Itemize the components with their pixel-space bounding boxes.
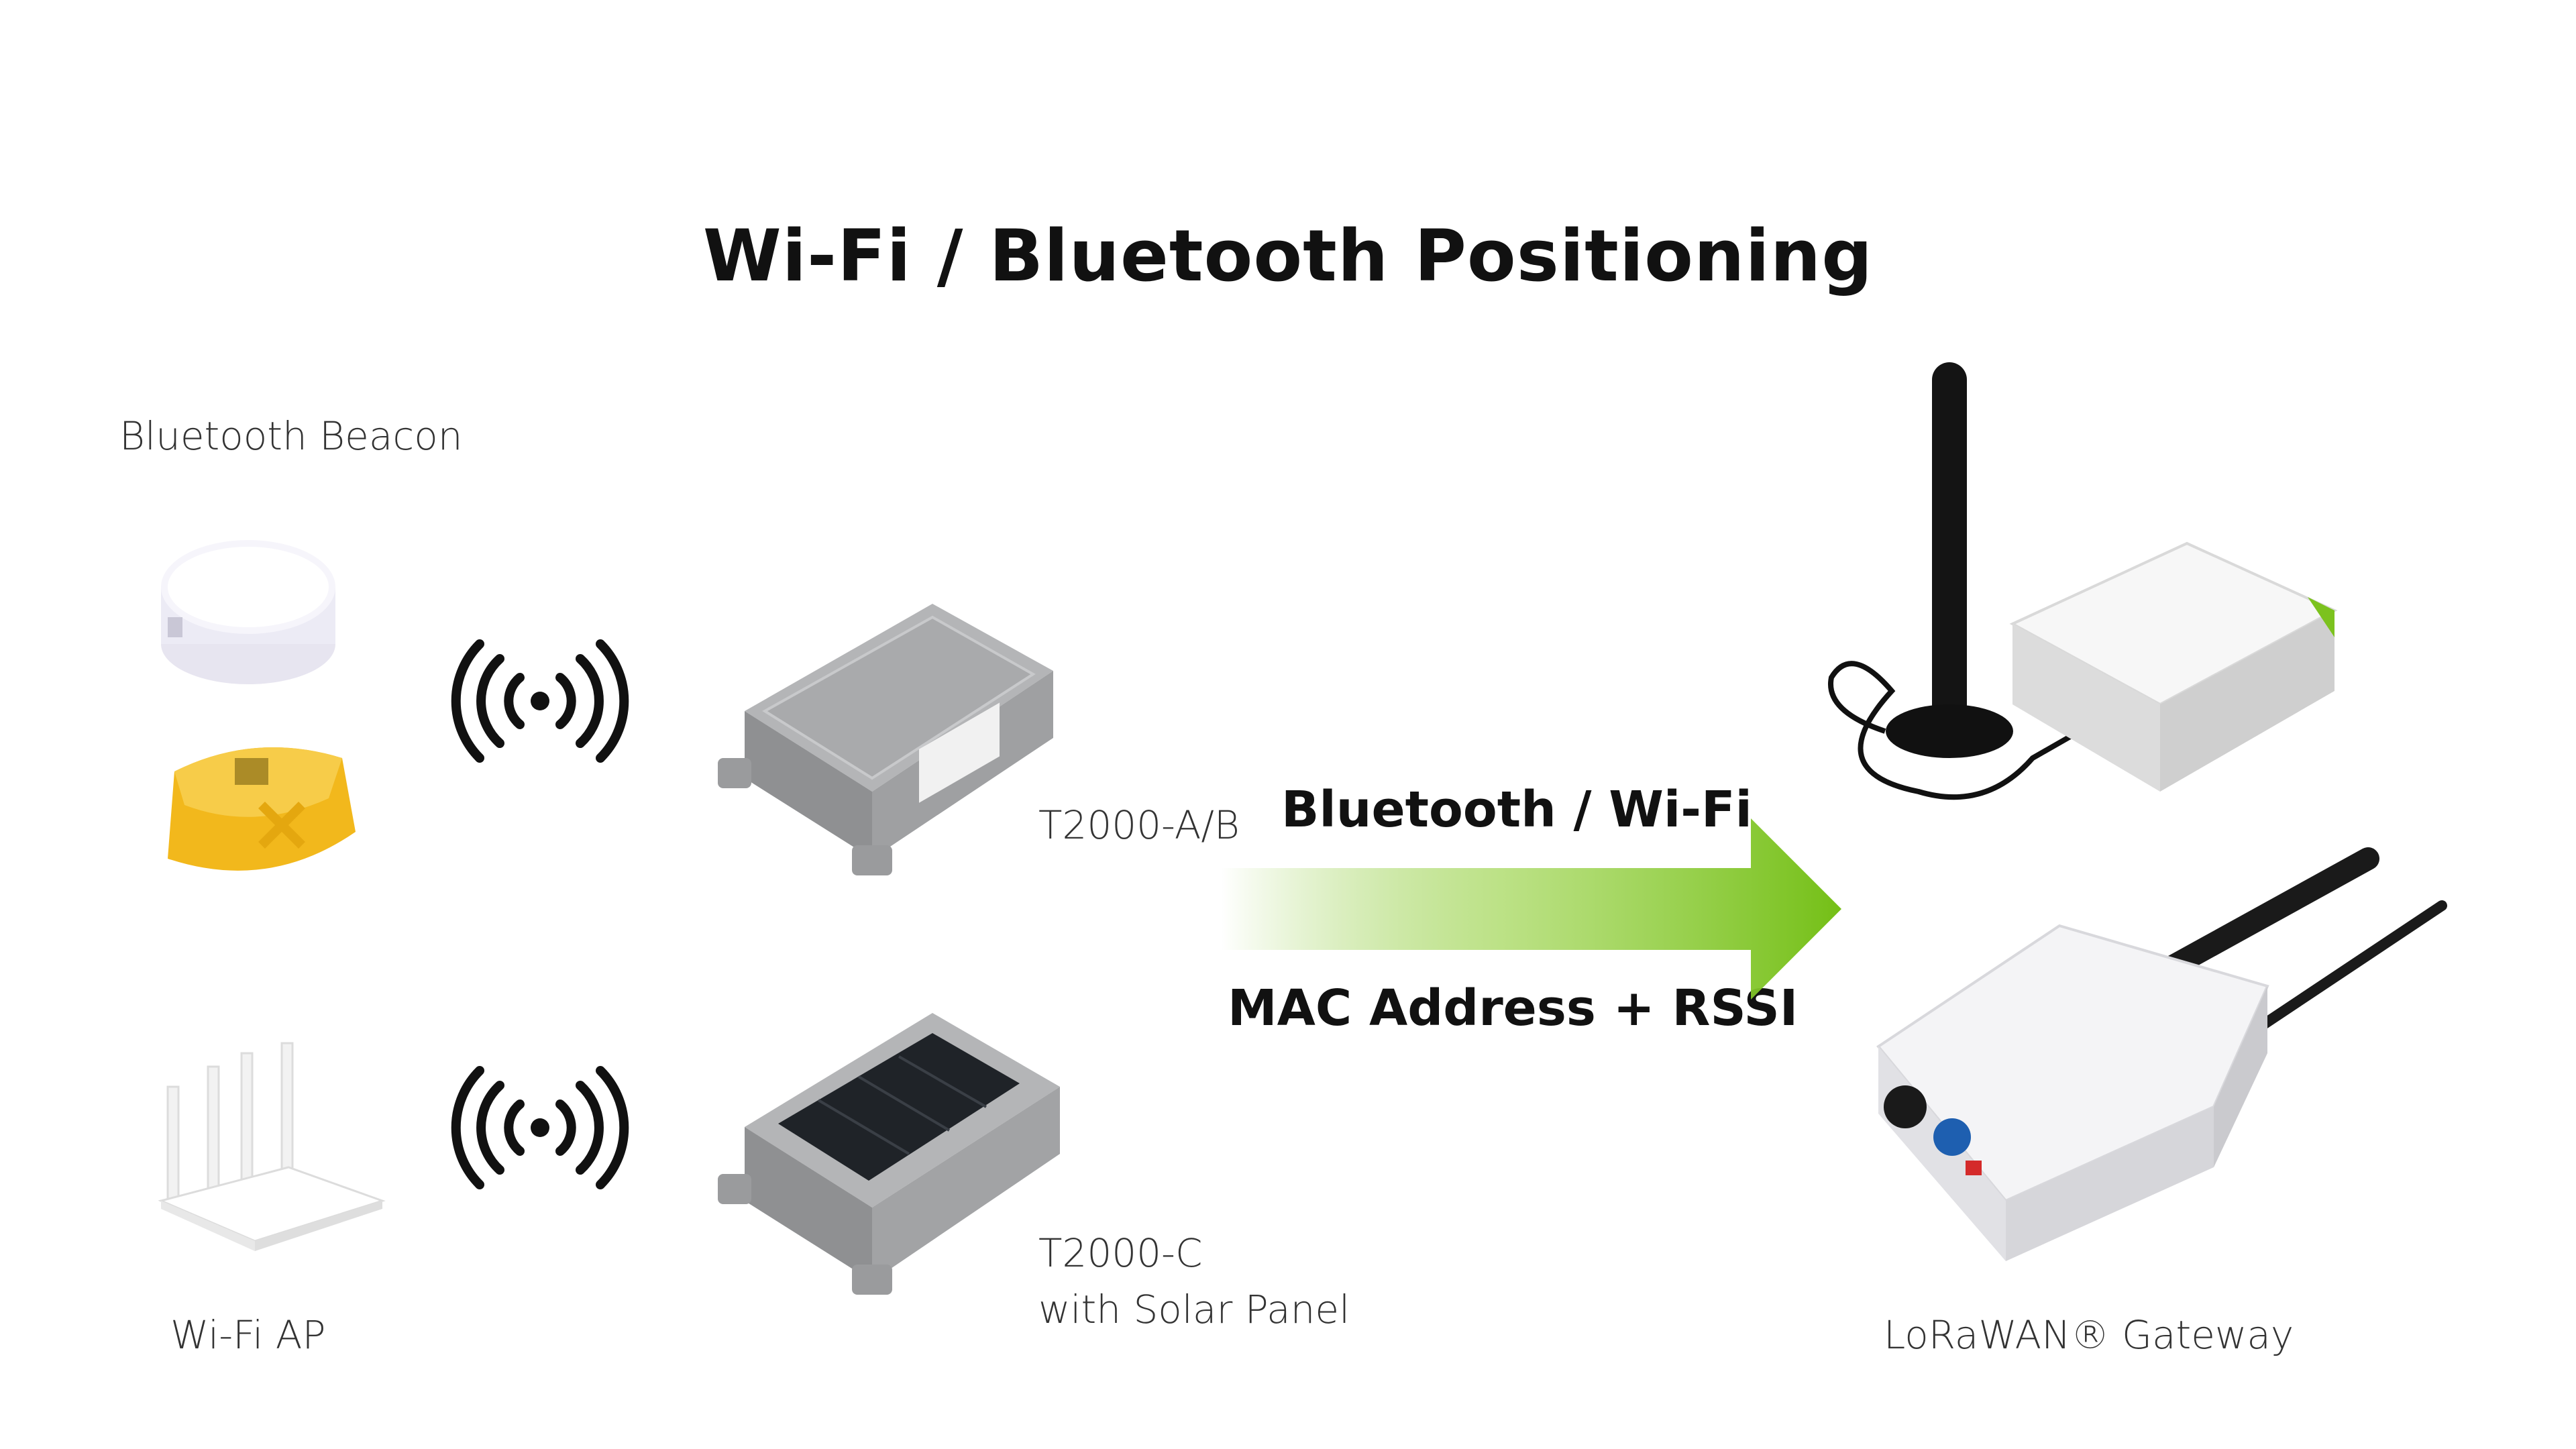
gateway-outdoor-icon xyxy=(1876,847,2447,1261)
label-gateway: LoRaWAN® Gateway xyxy=(1884,1312,2294,1358)
diagram-title: Wi-Fi / Bluetooth Positioning xyxy=(702,215,1874,297)
label-bluetooth-beacon: Bluetooth Beacon xyxy=(119,413,463,459)
signal-waves-icon xyxy=(451,1066,629,1189)
wifi-router-icon xyxy=(158,1042,386,1251)
tracker-t2000-c-solar-icon xyxy=(718,1013,1060,1295)
data-flow-arrow xyxy=(1221,818,1841,1000)
bluetooth-beacon-yellow-icon xyxy=(168,747,356,871)
gateway-indoor-icon xyxy=(1828,362,2338,800)
signal-waves-icon xyxy=(451,639,629,763)
tracker-t2000-ab-icon xyxy=(718,604,1053,875)
label-wifi-ap: Wi-Fi AP xyxy=(170,1312,326,1358)
flow-label-mac-rssi: MAC Address + RSSI xyxy=(1228,979,1799,1037)
bluetooth-beacon-white-icon xyxy=(161,540,335,684)
label-tracker-c: T2000-C with Solar Panel xyxy=(1038,1230,1350,1332)
label-tracker-ab: T2000-A/B xyxy=(1038,802,1240,848)
flow-label-bluetooth-wifi: Bluetooth / Wi-Fi xyxy=(1281,781,1752,839)
